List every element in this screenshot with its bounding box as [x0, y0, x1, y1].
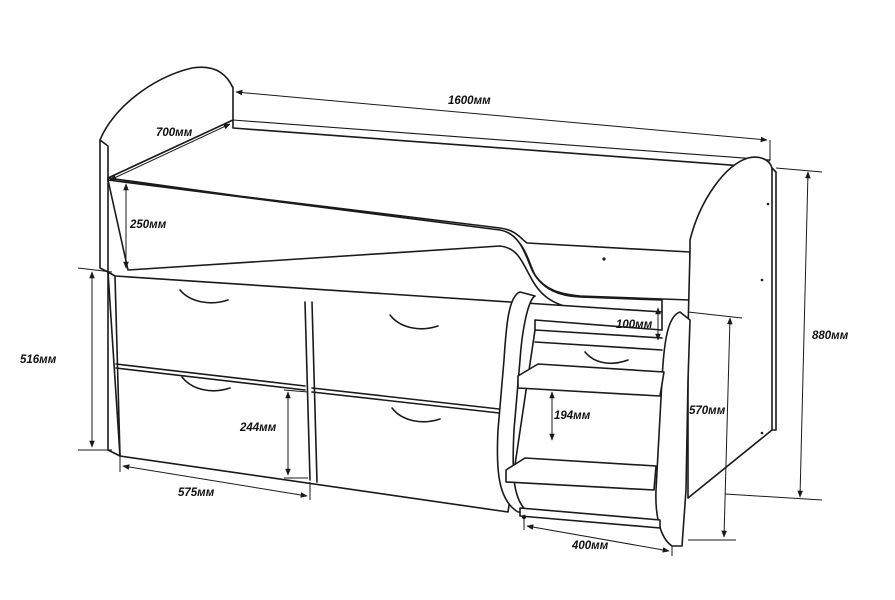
back-rail: [232, 119, 771, 169]
dim-step-gap-label: 100мм: [616, 319, 653, 331]
dim-line-length: [235, 89, 768, 143]
dim-ladder-width-label: 400мм: [571, 540, 609, 552]
dim-ladder-height-label: 570мм: [689, 405, 726, 417]
dim-drawer-height-label: 244мм: [239, 422, 277, 434]
drawer-divider-right: [311, 387, 509, 411]
dim-base-height-label: 516мм: [20, 354, 57, 366]
dim-line-drawer-width: [122, 464, 308, 498]
ladder-step-bottom: [505, 457, 657, 491]
footboard-edge: [771, 167, 777, 431]
dim-step-spacing-label: 194мм: [554, 410, 591, 422]
dim-line-ladder-height: [721, 317, 733, 538]
left-headboard-edge: [99, 139, 109, 179]
drawer-divider-left: [115, 363, 306, 387]
drawer-handle-2: [389, 314, 439, 330]
drawer-handle-5: [584, 351, 629, 365]
drawer-divider-vertical: [304, 301, 311, 481]
dim-line-ladder-width: [526, 524, 670, 553]
ladder-top-brace: [534, 329, 663, 339]
dim-drawer-width-label: 575мм: [178, 487, 215, 499]
ladder-step-top: [517, 363, 665, 397]
dim-line-depth: [109, 123, 231, 181]
dim-line-total-height: [797, 171, 811, 498]
ladder-right-rail: [655, 311, 691, 547]
cabinet-front-edge: [114, 275, 121, 457]
drawer-handle-4: [391, 407, 441, 423]
drawer-handle-3: [181, 376, 231, 392]
dim-side-height-label: 250мм: [129, 219, 167, 231]
dim-depth-label: 700мм: [156, 127, 193, 139]
dim-total-height-label: 880мм: [812, 330, 849, 342]
ladder-bottom-bar: [519, 507, 661, 529]
drawer-handle-1: [179, 289, 229, 304]
dim-length-label: 1600мм: [448, 95, 491, 107]
